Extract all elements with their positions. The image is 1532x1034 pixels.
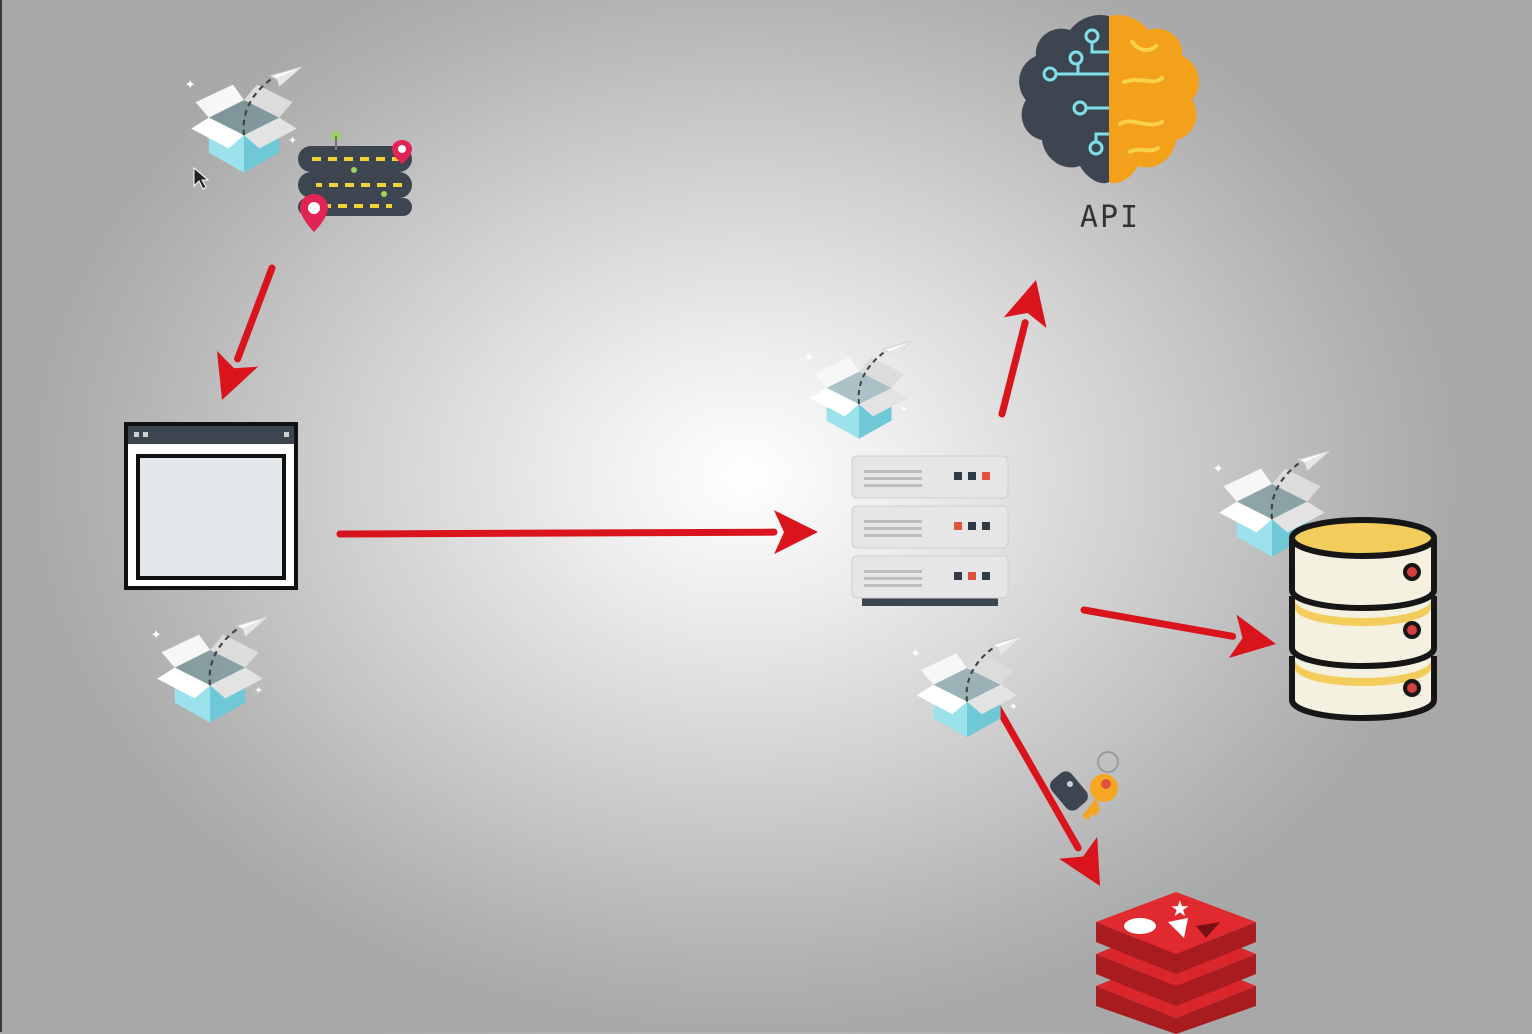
package-box-server-lower xyxy=(904,630,1030,748)
api-node[interactable] xyxy=(1012,12,1206,190)
database-icon xyxy=(1289,517,1437,722)
api-label: API xyxy=(1079,200,1141,235)
server-icon xyxy=(851,455,1009,606)
arrow-server-to-api xyxy=(998,319,1029,418)
package-box-icon xyxy=(909,635,1023,739)
package-box-client xyxy=(144,612,276,732)
key-icon xyxy=(1050,751,1119,820)
roadmap-node[interactable] xyxy=(292,128,422,236)
server-node[interactable] xyxy=(850,452,1010,610)
arrow-server-to-database xyxy=(1080,606,1237,640)
arrowhead-client-to-server xyxy=(773,510,818,555)
mouse-cursor-icon xyxy=(192,166,210,190)
key-node xyxy=(1050,750,1130,824)
client-node[interactable] xyxy=(124,422,300,592)
package-box-icon xyxy=(802,340,913,440)
brain-icon xyxy=(1019,14,1199,184)
arrowhead-server-to-cache xyxy=(1059,836,1100,886)
left-edge-border xyxy=(0,0,2,1032)
arrow-server-to-cache xyxy=(994,704,1082,852)
arrow-roadmap-to-client xyxy=(234,264,276,363)
browser-window-icon xyxy=(124,422,298,590)
database-node[interactable] xyxy=(1286,516,1440,722)
redis-icon: ★ xyxy=(1096,892,1256,1034)
arrowhead-server-to-api xyxy=(1003,280,1047,329)
cache-node[interactable]: ★ xyxy=(1092,888,1260,1034)
arrowhead-roadmap-to-client xyxy=(217,351,259,400)
roadmap-icon xyxy=(298,131,412,232)
package-box-roadmap xyxy=(178,62,310,182)
arrow-client-to-server xyxy=(336,528,778,538)
svg-text:★: ★ xyxy=(1170,897,1190,922)
package-box-icon xyxy=(183,65,303,174)
package-box-server xyxy=(798,336,920,448)
package-box-icon xyxy=(149,615,269,724)
arrowhead-server-to-database xyxy=(1228,614,1276,658)
